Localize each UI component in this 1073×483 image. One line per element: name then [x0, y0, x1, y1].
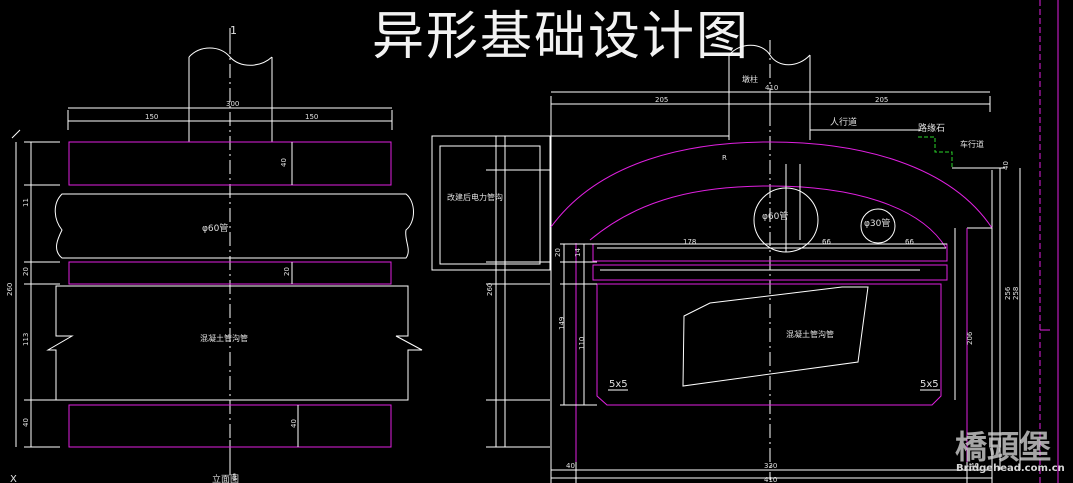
right-dim-arc: R — [722, 154, 727, 162]
right-dim-right-4: 206 — [966, 331, 974, 345]
curb-green — [918, 136, 992, 169]
left-pipe-label: φ60管 — [202, 222, 228, 234]
right-dim-mid-3: 66 — [905, 238, 914, 246]
chamfer-left: 5x5 — [609, 379, 628, 390]
right-dim-left-inner-2: 20 — [554, 248, 562, 257]
inner-arch — [589, 185, 947, 249]
main-duct-chamber — [596, 283, 942, 406]
pipe-phi60-body — [54, 193, 414, 259]
duct-inner-shape — [682, 286, 869, 387]
pillar-pipe-top — [188, 47, 273, 66]
power-duct-box — [431, 135, 551, 271]
thin-slab — [68, 261, 392, 285]
left-elevation-view — [11, 28, 423, 475]
top-slab — [68, 141, 392, 186]
right-concrete-label: 混凝土管沟管 — [786, 329, 834, 339]
right-dim-bottom-1: 40 — [566, 462, 575, 470]
right-dim-right-3: 258 — [1012, 287, 1020, 300]
left-dim-inner-1: 40 — [280, 158, 288, 167]
chamfer-right: 5x5 — [920, 379, 939, 390]
right-dim-top-3: 205 — [875, 96, 888, 104]
outer-arch — [550, 141, 993, 229]
roadway-label: 车行道 — [960, 139, 984, 149]
left-dim-top-3: 150 — [305, 113, 318, 121]
bottom-slab — [68, 404, 392, 448]
right-dim-left-inner-1: 14 — [574, 248, 582, 257]
right-dim-bottom-3: 40 — [970, 462, 979, 470]
axis-mark: X — [10, 474, 17, 483]
right-dim-top-1: 205 — [655, 96, 668, 104]
curb-label: 路缘石 — [918, 122, 945, 134]
right-dim-left-inner-3: 149 — [558, 317, 566, 330]
right-dim-left-outer: 260 — [486, 283, 494, 296]
right-dim-left-inner-4: 110 — [578, 337, 586, 350]
power-duct-inner — [439, 145, 541, 265]
left-dim-inner-2: 20 — [283, 267, 291, 276]
right-dim-bottom-2: 330 — [764, 462, 777, 470]
concrete-duct-body — [46, 285, 423, 401]
left-dim-side-2: 20 — [22, 267, 30, 276]
left-dim-top-2: 300 — [226, 100, 239, 108]
right-thin-slab — [592, 264, 948, 281]
left-dim-side-total: 260 — [6, 283, 14, 296]
pillar-label: 墩柱 — [742, 74, 758, 84]
right-dim-mid-1: 178 — [683, 238, 696, 246]
right-section-view — [431, 0, 1059, 483]
sidewalk-label: 人行道 — [830, 116, 857, 128]
pipe60-label: φ60管 — [762, 210, 788, 222]
left-caption: 立面图 — [212, 473, 239, 483]
left-section-mark-bottom: 1 — [232, 473, 238, 483]
drawing-labels: 1 1 立面图 X 150 300 150 φ60管 混凝土管沟管 40 20 … — [6, 24, 1020, 483]
drawing-title: 异形基础设计图 — [372, 7, 751, 67]
left-section-mark: 1 — [230, 24, 237, 37]
duct-label: 改建后电力管沟 — [447, 192, 503, 202]
left-dim-side-1: 11 — [22, 198, 30, 207]
right-dim-right-2: 256 — [1004, 286, 1012, 300]
pipe30-label: φ30管 — [864, 217, 890, 229]
left-dim-inner-3: 40 — [290, 419, 298, 428]
left-dim-side-4: 40 — [22, 418, 30, 427]
watermark-logo: 橋頭堡 — [955, 428, 1052, 466]
right-pillar-pipe-top — [728, 44, 811, 66]
right-dim-mid-2: 66 — [822, 238, 831, 246]
pipe-phi30-circle — [860, 208, 896, 244]
right-dim-top-2: 410 — [765, 84, 778, 92]
left-concrete-label: 混凝土管沟管 — [200, 333, 248, 343]
right-dim-bottom-4: 410 — [764, 476, 777, 483]
right-dim-right-1: 40 — [1002, 161, 1010, 170]
watermark-url: Bridgehead.com.cn — [956, 463, 1065, 474]
left-dim-top-1: 150 — [145, 113, 158, 121]
left-dim-side-3: 113 — [22, 333, 30, 346]
